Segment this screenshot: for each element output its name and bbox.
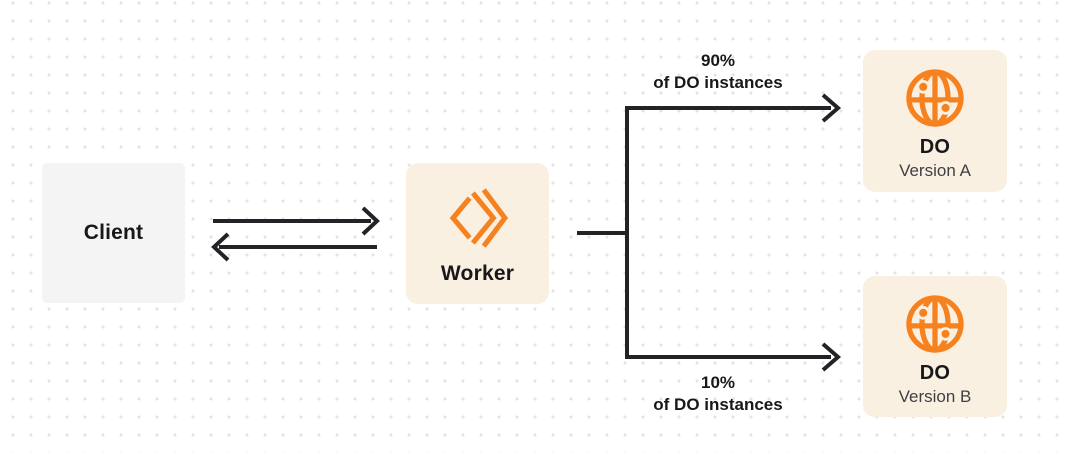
do-version-a-node: DO Version A (863, 50, 1007, 192)
worker-label: Worker (440, 261, 515, 285)
workers-icon (449, 187, 508, 248)
do-a-title: DO (919, 136, 951, 158)
client-node: Client (42, 163, 185, 303)
globe-icon (906, 294, 964, 353)
bottom-branch-caption: of DO instances (653, 395, 783, 414)
branch-lines (625, 106, 831, 359)
bottom-branch-percent: 10% (700, 373, 736, 392)
top-branch-percent: 90% (700, 51, 736, 70)
arrow-to-do-a-head (821, 93, 842, 123)
globe-icon (906, 69, 964, 127)
top-branch-label: 90% of DO instances (608, 50, 828, 94)
do-version-b-node: DO Version B (863, 276, 1007, 417)
arrow-to-do-b-head (821, 342, 842, 372)
worker-node: Worker (406, 163, 549, 304)
do-b-title: DO (919, 361, 951, 384)
arrow-worker-to-client-head (211, 232, 230, 262)
do-b-subtitle: Version B (898, 386, 972, 406)
top-branch-caption: of DO instances (653, 73, 783, 92)
arrow-client-to-worker-head (361, 206, 380, 236)
do-a-subtitle: Version A (899, 161, 971, 180)
client-label: Client (83, 221, 144, 244)
bottom-branch-label: 10% of DO instances (608, 372, 828, 416)
